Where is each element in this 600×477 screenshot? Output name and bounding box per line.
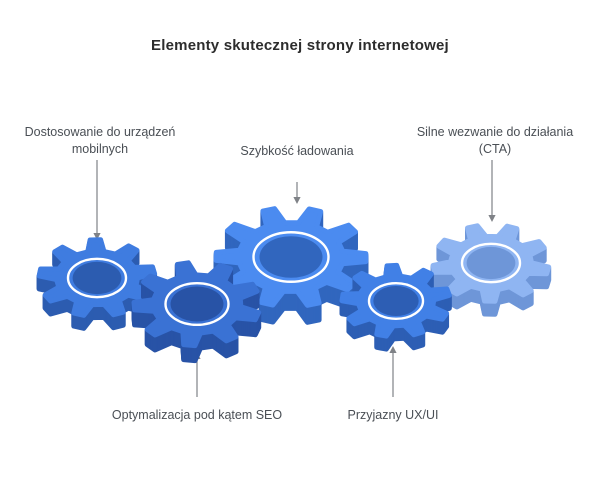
gear-cta: [430, 223, 552, 317]
gear-ux: [339, 262, 452, 352]
label-mobile-adaptation: Dostosowanie do urządzeń mobilnych: [24, 125, 176, 156]
arrow-cta: [488, 160, 496, 222]
arrow-speed: [293, 182, 301, 204]
label-seo-optimization: Optymalizacja pod kątem SEO: [111, 408, 283, 422]
label-loading-speed: Szybkość ładowania: [240, 144, 354, 158]
arrow-mobile: [93, 160, 101, 240]
label-call-to-action: Silne wezwanie do działania (CTA): [416, 125, 574, 156]
gear-seo: [131, 260, 262, 364]
diagram-title: Elementy skutecznej strony internetowej: [151, 37, 449, 54]
arrow-ux: [389, 346, 397, 397]
gear-mobile: [36, 237, 158, 331]
label-friendly-ux-ui: Przyjazny UX/UI: [347, 408, 439, 422]
